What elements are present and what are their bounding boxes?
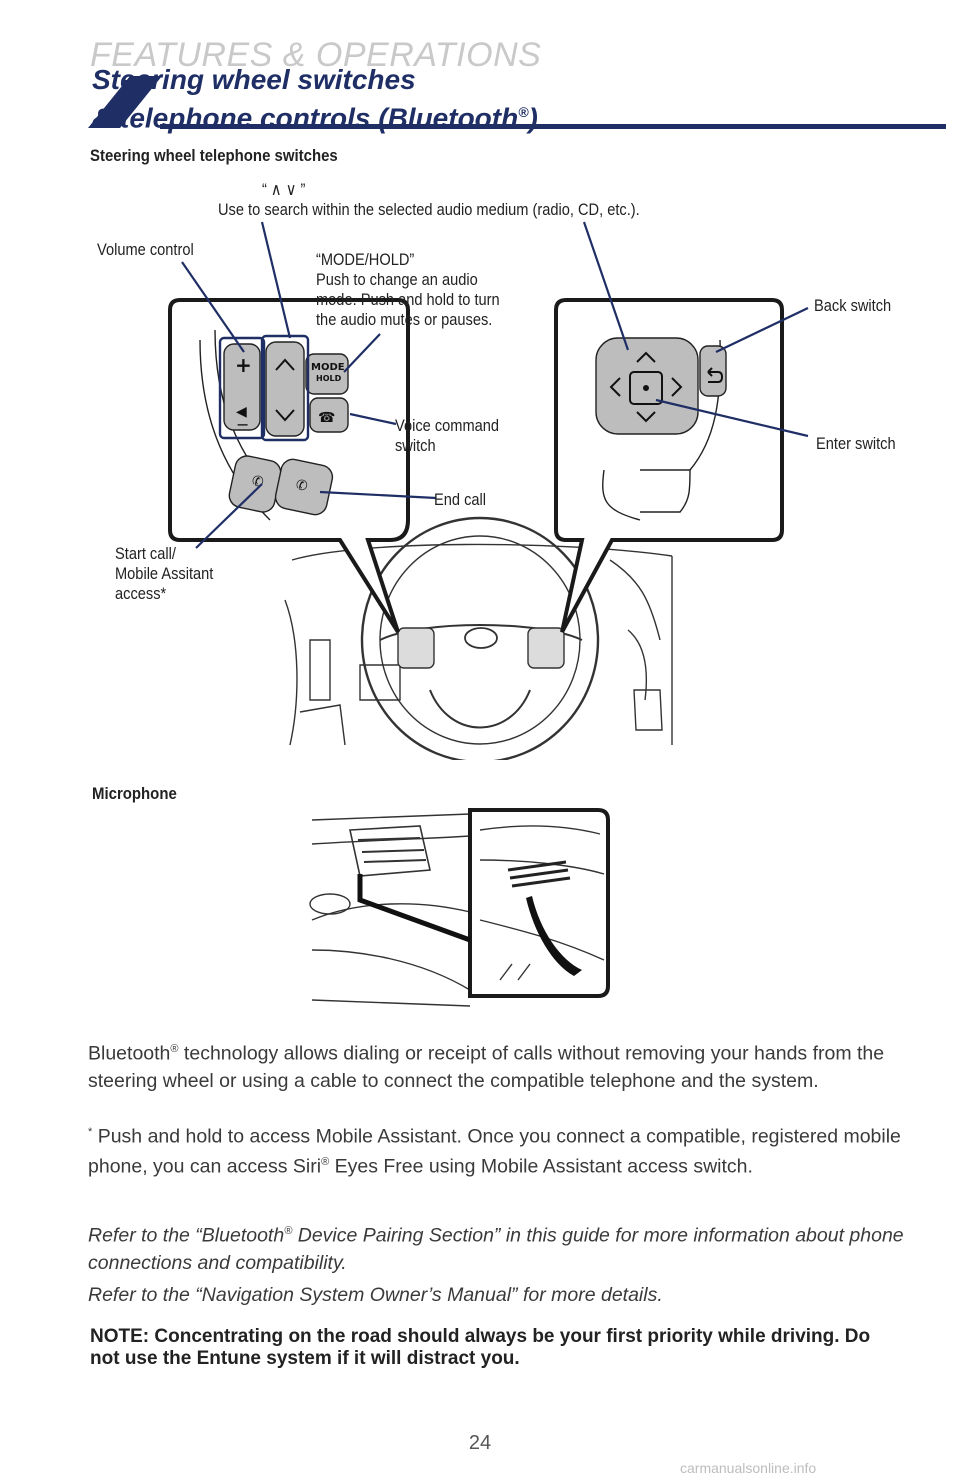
svg-text:HOLD: HOLD: [316, 374, 342, 383]
arrows-label: “ ∧ ∨ ”: [262, 180, 306, 199]
title-rule: [160, 124, 946, 129]
microphone-illustration: [309, 808, 610, 1007]
svg-text:✆: ✆: [296, 478, 308, 494]
back-switch-label: Back switch: [814, 296, 892, 315]
voice-command-label: Voice command switch: [395, 416, 500, 455]
microphone-heading: Microphone: [92, 784, 177, 803]
arrows-desc: Use to search within the selected audio …: [218, 200, 640, 219]
pairing-reference: Refer to the “Bluetooth® Device Pairing …: [88, 1224, 904, 1274]
svg-text:✆: ✆: [252, 474, 264, 490]
safety-note: NOTE: Concentrating on the road should a…: [90, 1326, 871, 1369]
mode-hold-label: “MODE/HOLD” Push to change an audio mode…: [316, 250, 500, 329]
bluetooth-paragraph: Bluetooth® technology allows dialing or …: [88, 1042, 885, 1092]
watermark: carmanualsonline.info: [680, 1460, 817, 1476]
start-call-label: Start call/ Mobile Assitant access*: [115, 544, 214, 603]
page-number: 24: [468, 1432, 492, 1454]
end-call-label: End call: [434, 490, 487, 509]
title-accent: [88, 76, 162, 128]
footnote-paragraph: * Push and hold to access Mobile Assista…: [88, 1125, 901, 1178]
svg-text:−: −: [236, 415, 249, 434]
volume-label: Volume control: [97, 240, 194, 259]
manual-reference: Refer to the “Navigation System Owner’s …: [88, 1284, 663, 1306]
svg-text:◀: ◀: [236, 404, 247, 420]
enter-switch-label: Enter switch: [816, 434, 896, 453]
svg-text:☎: ☎: [318, 410, 335, 426]
steering-wheel-illustration: + ◀ − MODE HOLD ☎ ✆ ✆: [168, 221, 809, 760]
section-label: FEATURES & OPERATIONS: [90, 36, 542, 74]
svg-text:+: +: [235, 353, 252, 377]
svg-text:MODE: MODE: [311, 362, 345, 373]
steering-heading: Steering wheel telephone switches: [90, 146, 338, 165]
